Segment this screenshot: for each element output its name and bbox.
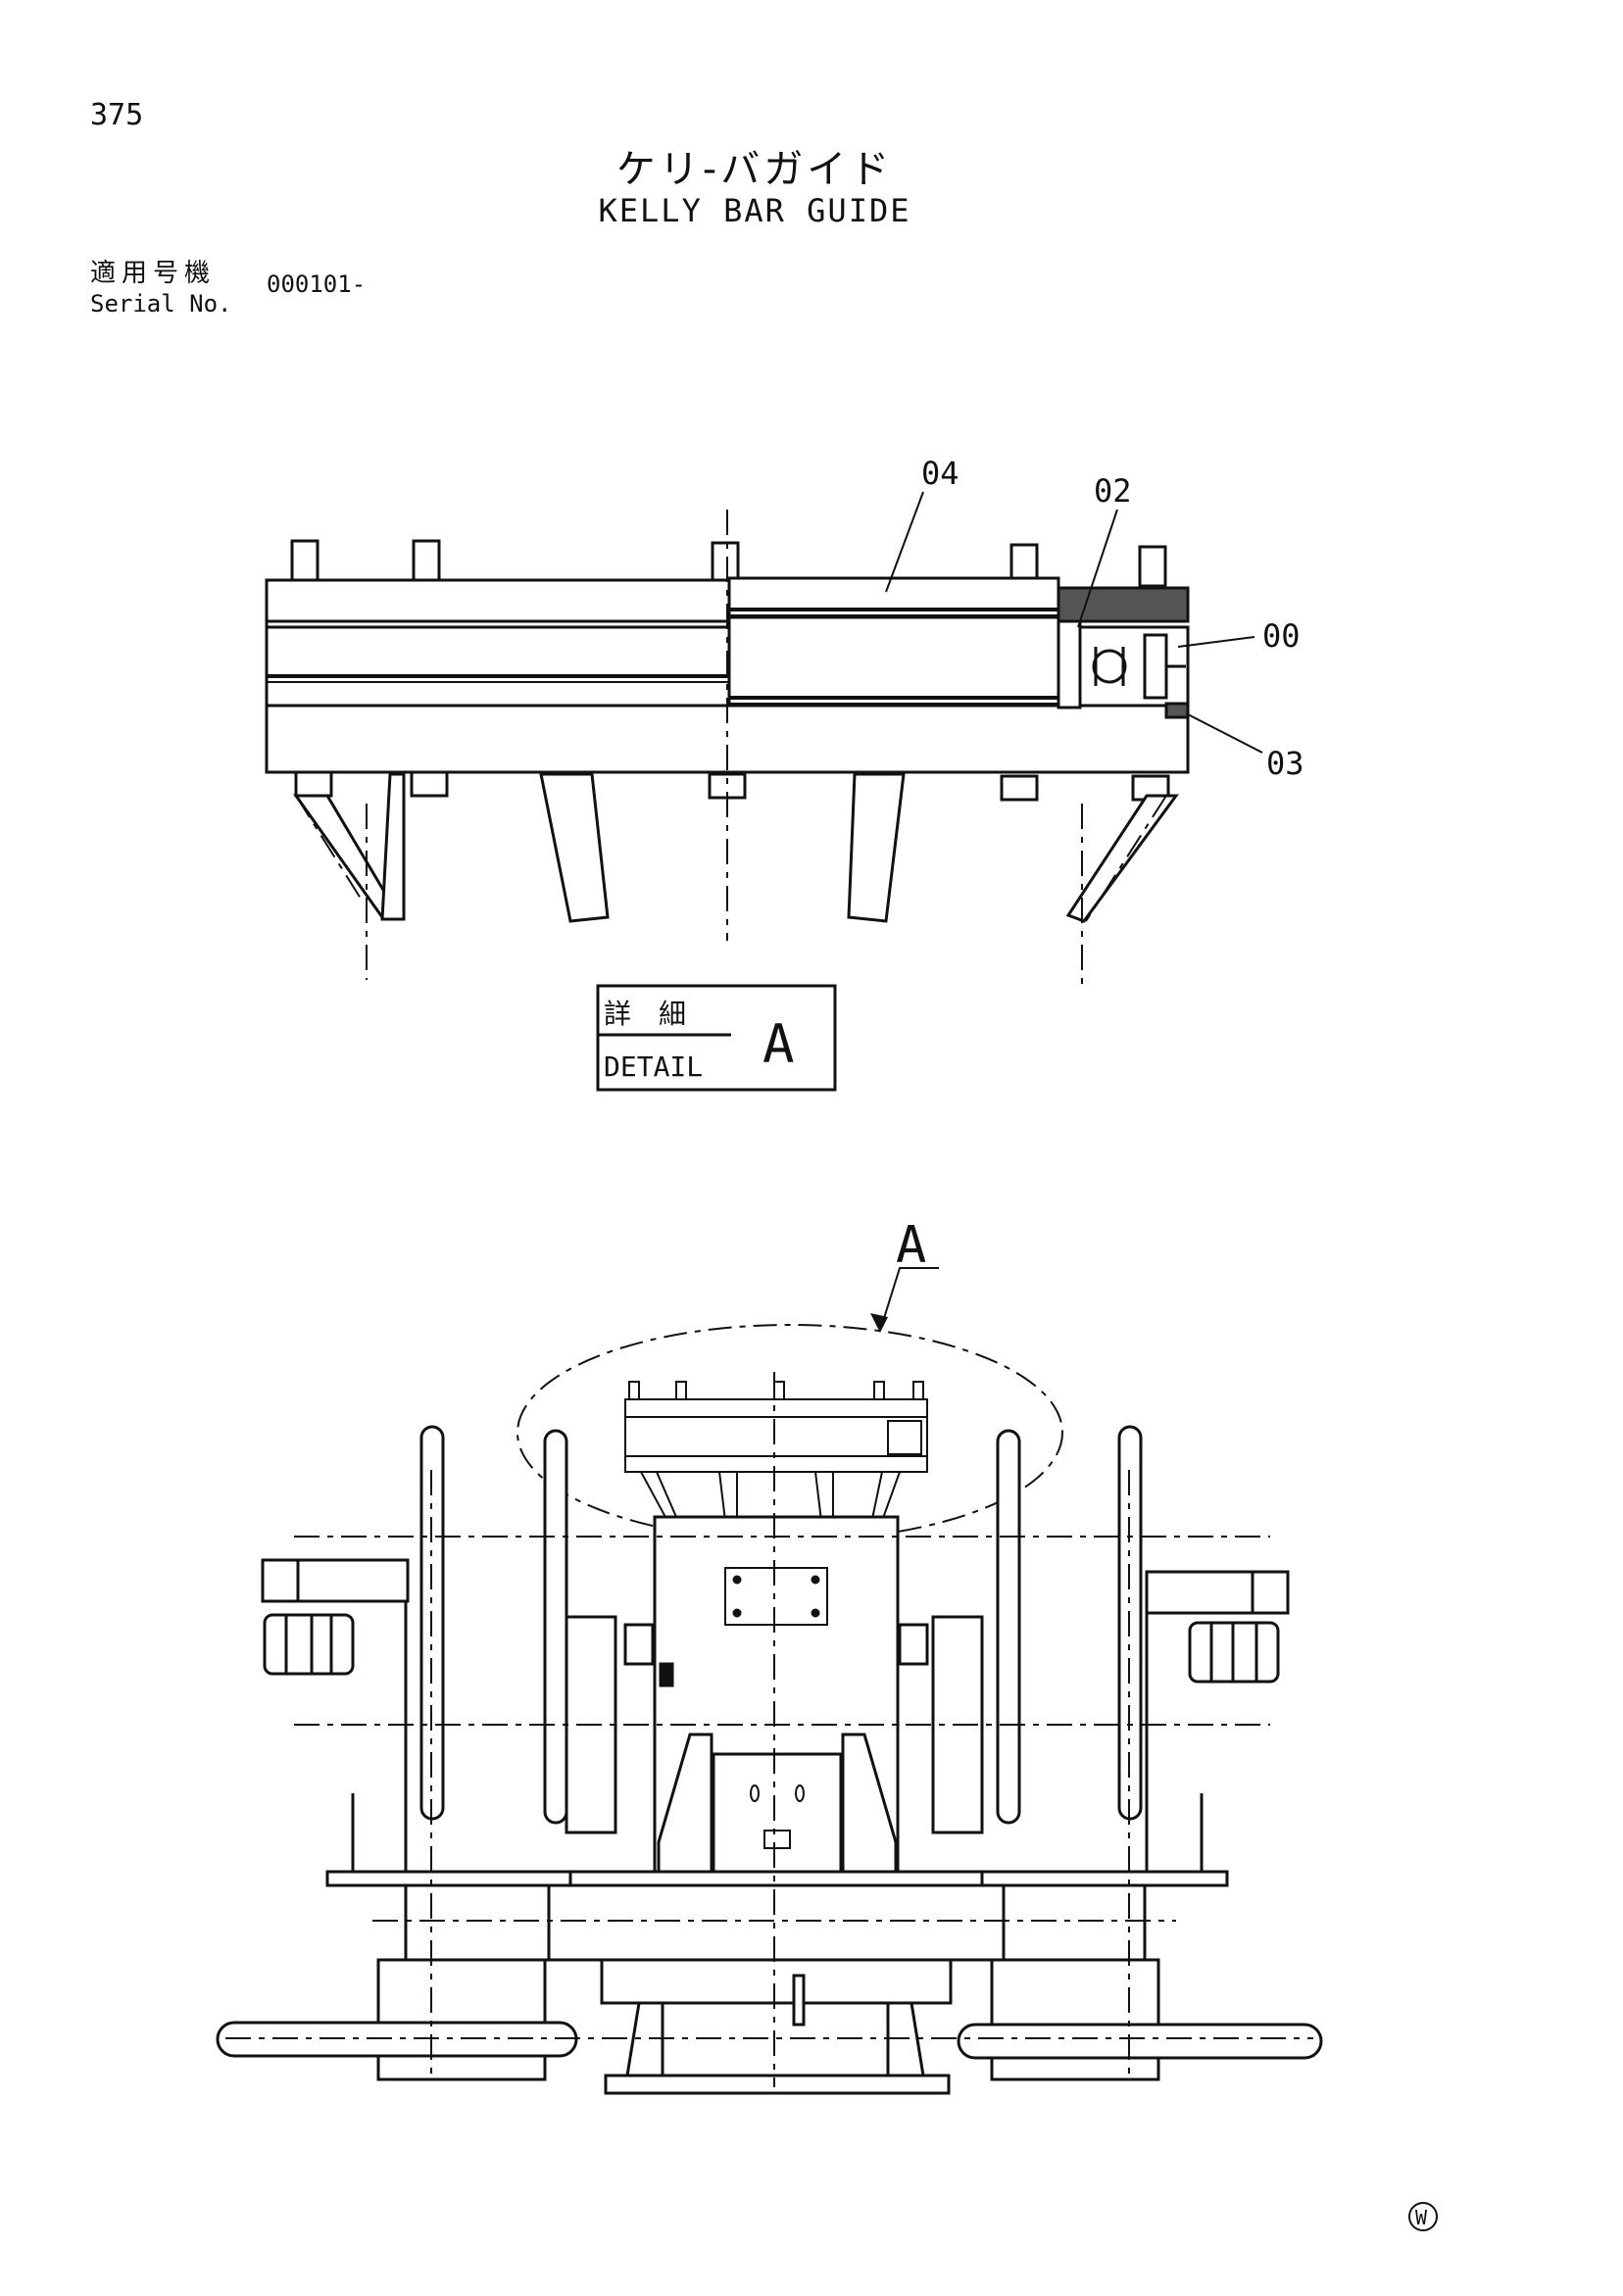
callout-03: 03 xyxy=(1266,745,1304,782)
leader-02 xyxy=(1077,509,1118,628)
detail-label-ja: 詳 細 xyxy=(604,998,686,1030)
callout-02: 02 xyxy=(1094,472,1132,510)
publisher-mark-letter: W xyxy=(1415,2206,1428,2229)
top-bolts xyxy=(290,539,1167,588)
title-english: KELLY BAR GUIDE xyxy=(598,192,911,229)
leader-03 xyxy=(1185,712,1263,754)
center-lines xyxy=(295,510,1167,990)
detail-label-en: DETAIL xyxy=(604,1050,703,1083)
page-number: 375 xyxy=(90,98,144,132)
callouts xyxy=(885,491,1263,754)
publisher-mark: W xyxy=(1408,2202,1438,2231)
detail-a-view xyxy=(265,510,1190,990)
serial-number-value: 000101- xyxy=(267,270,367,298)
callout-00: 00 xyxy=(1262,617,1301,655)
detail-letter: A xyxy=(762,1013,795,1075)
detail-marker-letter: A xyxy=(896,1216,926,1275)
leader-00 xyxy=(1177,636,1255,648)
serial-label-japanese: 適用号機 xyxy=(90,259,217,288)
serial-label-english: Serial No. xyxy=(90,290,232,318)
leader-04 xyxy=(885,491,924,593)
detail-label-box: 詳 細 DETAIL A xyxy=(596,984,837,1092)
title-japanese: ケリ-バガイド xyxy=(615,147,894,192)
overall-assembly-view: A xyxy=(216,1216,1323,2095)
bottom-nuts xyxy=(294,770,1170,802)
support-legs xyxy=(293,772,1179,923)
callout-04: 04 xyxy=(921,455,959,492)
detail-a-circle xyxy=(516,1324,1063,1541)
